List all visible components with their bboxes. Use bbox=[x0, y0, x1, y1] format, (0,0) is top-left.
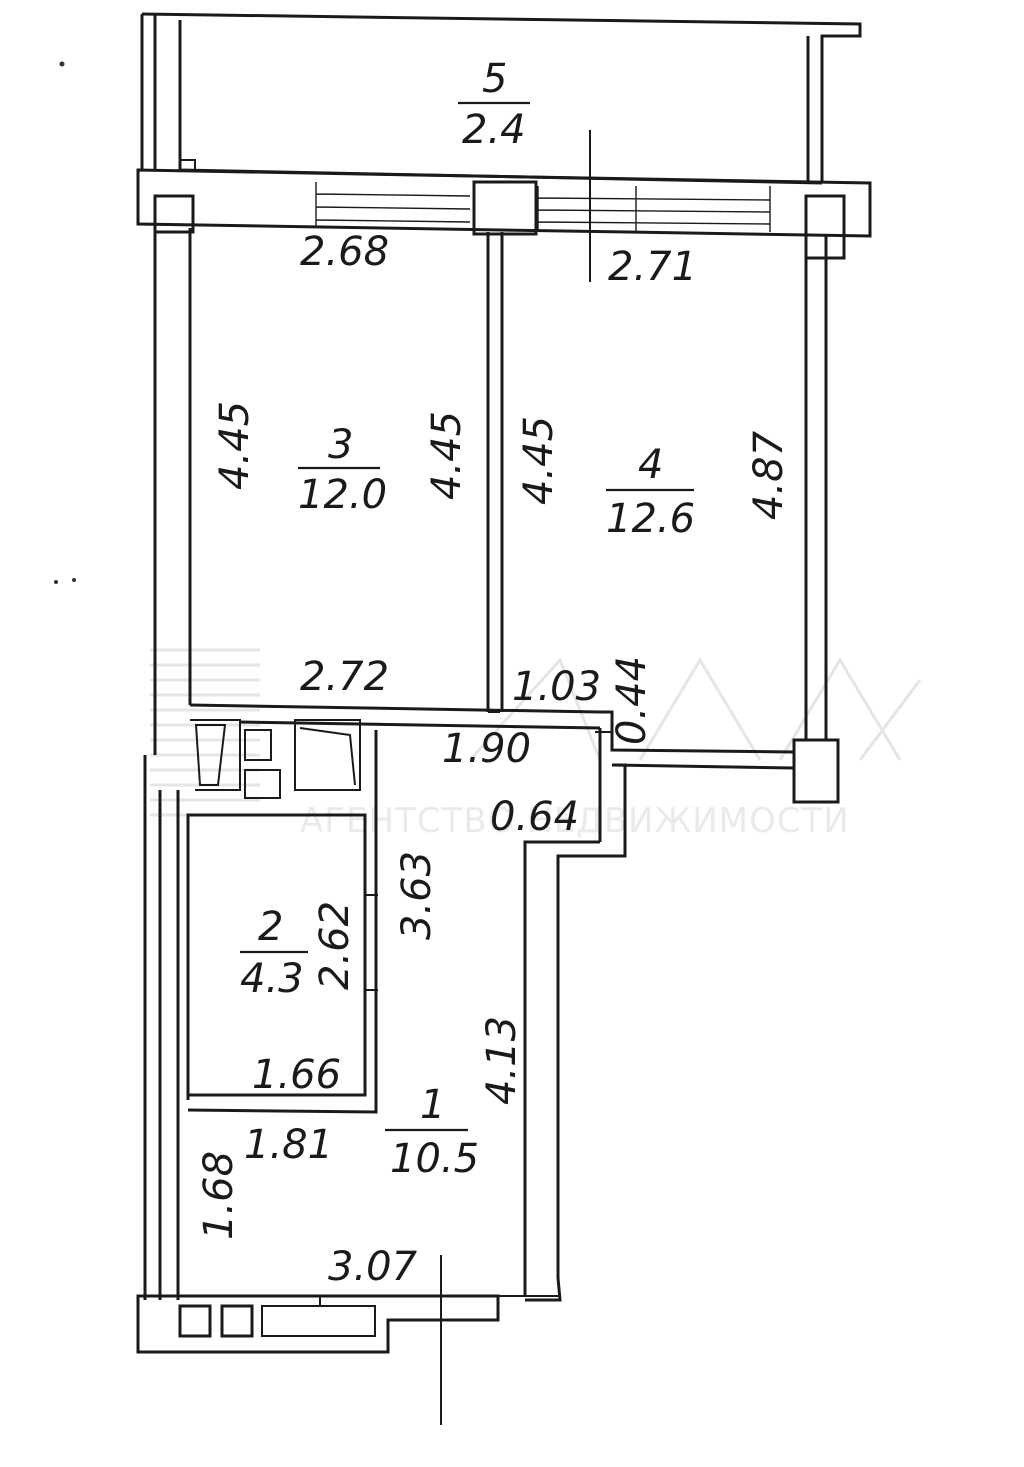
dim-entry-height: 1.68 bbox=[196, 1151, 242, 1240]
window-wall bbox=[136, 168, 872, 260]
dim-hall-left: 3.63 bbox=[394, 851, 440, 940]
watermark-text: АГЕНТСТВО НЕДВИЖИМОСТИ bbox=[300, 801, 850, 841]
dim-entry-width: 1.81 bbox=[244, 1122, 333, 1168]
dim-bath-height: 2.62 bbox=[312, 901, 358, 990]
room-2-area: 4.3 bbox=[240, 956, 304, 1002]
dim-niche-width: 0.44 bbox=[609, 656, 655, 745]
dim-hall-top: 1.90 bbox=[442, 726, 531, 772]
room-1-number: 1 bbox=[420, 1082, 445, 1128]
dim-room3-top: 2.68 bbox=[300, 229, 389, 275]
dim-room3-left: 4.45 bbox=[212, 401, 258, 490]
room-2-label: 2 4.3 bbox=[240, 904, 308, 1002]
room-4-area: 12.6 bbox=[606, 496, 695, 542]
room-5-area: 2.4 bbox=[462, 107, 526, 153]
room-3-label: 3 12.0 bbox=[298, 422, 387, 518]
room-labels: 5 2.4 3 12.0 4 12.6 2 4.3 1 10.5 bbox=[240, 56, 695, 1182]
dim-hall-long: 4.13 bbox=[479, 1016, 525, 1105]
dim-room4-bottom: 1.03 bbox=[512, 664, 601, 710]
room-5-label: 5 2.4 bbox=[458, 56, 530, 153]
scan-marks bbox=[54, 61, 76, 584]
dim-entry-bottom: 3.07 bbox=[328, 1244, 418, 1290]
room-1-area: 10.5 bbox=[390, 1136, 479, 1182]
dim-room4-top: 2.71 bbox=[608, 244, 697, 290]
watermark: АГЕНТСТВО НЕДВИЖИМОСТИ bbox=[150, 648, 922, 841]
room-2-number: 2 bbox=[258, 904, 283, 950]
walls bbox=[136, 224, 840, 1425]
dim-room3-right: 4.45 bbox=[424, 411, 470, 500]
dim-bath-width: 1.66 bbox=[252, 1052, 341, 1098]
dim-room3-bottom: 2.72 bbox=[300, 654, 389, 700]
room-1-label: 1 10.5 bbox=[385, 1082, 479, 1182]
room-5-number: 5 bbox=[482, 56, 507, 102]
room-4-number: 4 bbox=[638, 442, 663, 488]
room-4-label: 4 12.6 bbox=[606, 442, 695, 542]
dim-hall-small: 0.64 bbox=[490, 794, 579, 840]
dimension-labels: 2.68 2.71 4.45 4.45 4.45 4.87 2.72 1.03 … bbox=[196, 229, 792, 1290]
dim-room4-left: 4.45 bbox=[516, 416, 562, 505]
room-3-number: 3 bbox=[328, 422, 353, 468]
dim-room4-right: 4.87 bbox=[746, 430, 792, 520]
room-3-area: 12.0 bbox=[298, 472, 387, 518]
